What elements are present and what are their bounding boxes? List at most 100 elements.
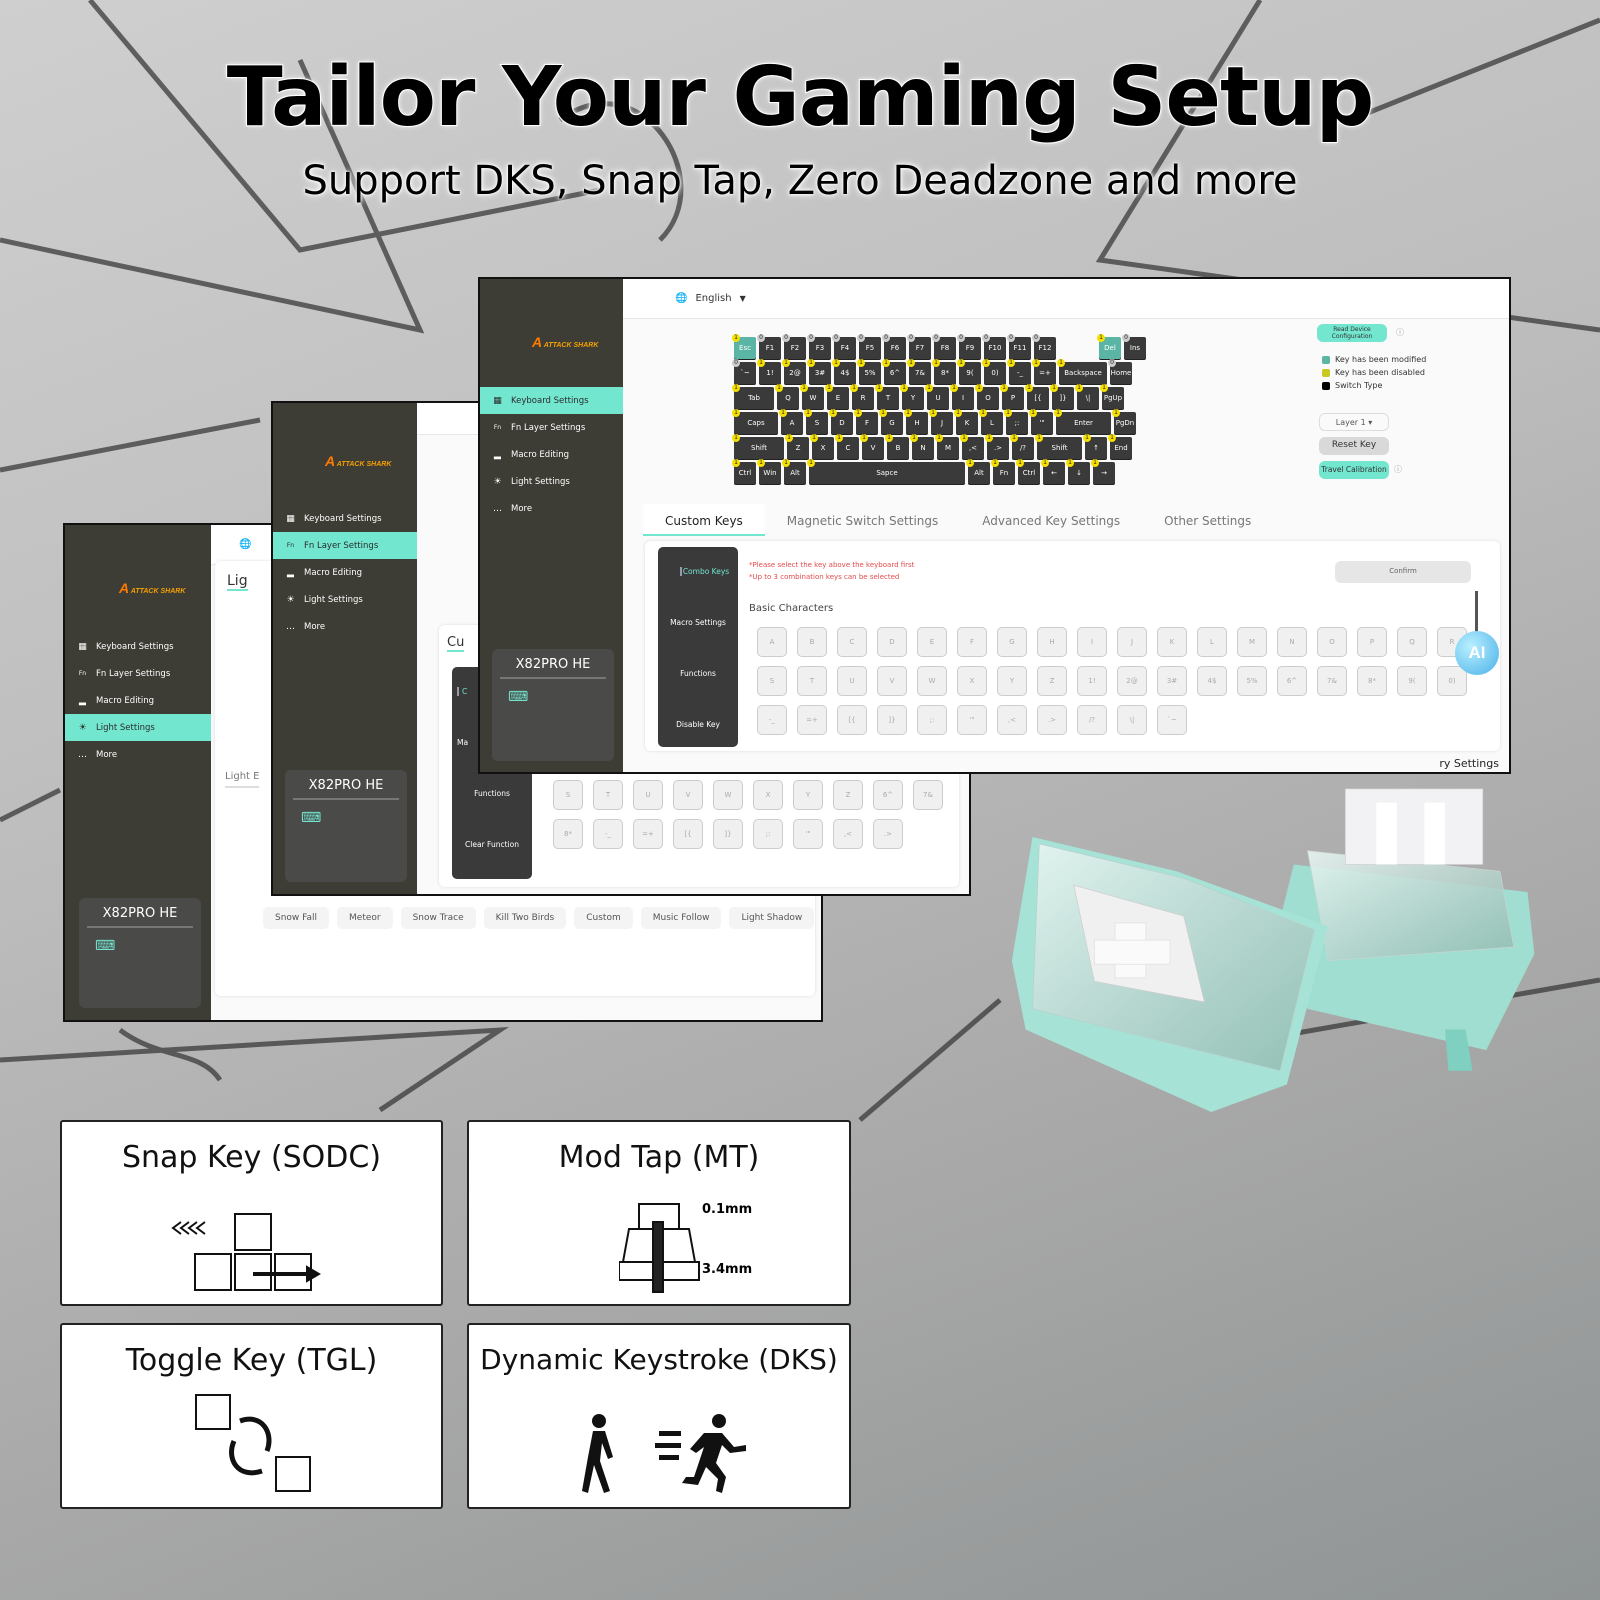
light-effect-button[interactable]: Snow Trace [400, 907, 476, 929]
help-icon[interactable]: ⓘ [1396, 328, 1404, 337]
sidebar-item-light-settings[interactable]: ☀Light Settings [480, 468, 623, 495]
char-key[interactable]: 2@ [1117, 666, 1147, 696]
char-key[interactable]: /? [1077, 705, 1107, 735]
tab-other-settings[interactable]: Other Settings [1164, 514, 1252, 528]
char-key[interactable]: S [757, 666, 787, 696]
char-key[interactable]: ;: [917, 705, 947, 735]
char-key[interactable]: I [1077, 627, 1107, 657]
sidebar-item-keyboard-settings[interactable]: ▦Keyboard Settings [65, 633, 211, 660]
char-key[interactable]: \| [1117, 705, 1147, 735]
sidebar-item-macro-editing[interactable]: ▂Macro Editing [480, 441, 623, 468]
side-menu-item[interactable]: Functions [680, 669, 716, 678]
char-key[interactable]: ]} [877, 705, 907, 735]
side-menu-item[interactable]: Disable Key [676, 720, 720, 729]
char-key[interactable]: Y [997, 666, 1027, 696]
char-key[interactable]: .> [1037, 705, 1067, 735]
char-key[interactable]: 3# [1157, 666, 1187, 696]
key[interactable]: 1↓ [1066, 459, 1090, 484]
globe-icon[interactable]: 🌐 [239, 539, 252, 550]
tab-magnetic-switch-settings[interactable]: Magnetic Switch Settings [786, 514, 939, 528]
travel-calibration-button[interactable]: Travel Calibration [1319, 461, 1389, 479]
sidebar-item-keyboard-settings[interactable]: ▦Keyboard Settings [480, 387, 623, 414]
side-menu-item[interactable]: Macro Settings [670, 618, 726, 627]
side-menu-item[interactable]: Ma [457, 738, 469, 747]
key[interactable]: 1→ [1091, 459, 1115, 484]
char-key[interactable]: W [713, 780, 743, 810]
side-menu-item[interactable]: Functions [474, 789, 510, 798]
char-key[interactable]: 4$ [1197, 666, 1227, 696]
char-key[interactable]: =+ [797, 705, 827, 735]
char-key[interactable]: D [877, 627, 907, 657]
key[interactable]: 1↑ [1083, 434, 1107, 459]
side-menu-item[interactable]: C [457, 687, 467, 696]
sidebar-item-macro-editing[interactable]: ▂Macro Editing [65, 687, 211, 714]
light-effect-button[interactable]: Meteor [337, 907, 393, 929]
language-select[interactable]: English [695, 293, 732, 304]
char-key[interactable]: T [593, 780, 623, 810]
char-key[interactable]: ]} [713, 819, 743, 849]
char-key[interactable]: P [1357, 627, 1387, 657]
char-key[interactable]: '" [793, 819, 823, 849]
light-effect-button[interactable]: Custom [574, 907, 633, 929]
char-key[interactable]: 6^ [1277, 666, 1307, 696]
char-key[interactable]: '" [957, 705, 987, 735]
char-key[interactable]: U [837, 666, 867, 696]
char-key[interactable]: O [1317, 627, 1347, 657]
side-menu-item[interactable]: Combo Keys [680, 567, 730, 576]
light-effect-button[interactable]: Snow Fall [263, 907, 330, 929]
char-key[interactable]: T [797, 666, 827, 696]
tab-light[interactable]: Lig [227, 573, 248, 591]
char-key[interactable]: F [957, 627, 987, 657]
char-key[interactable]: Q [1397, 627, 1427, 657]
char-key[interactable]: X [753, 780, 783, 810]
char-key[interactable]: Z [1037, 666, 1067, 696]
sidebar-item-more[interactable]: …More [480, 495, 623, 522]
char-key[interactable]: Z [833, 780, 863, 810]
char-key[interactable]: L [1197, 627, 1227, 657]
char-key[interactable]: [{ [837, 705, 867, 735]
tab-custom[interactable]: Cu [447, 635, 465, 652]
char-key[interactable]: J [1117, 627, 1147, 657]
char-key[interactable]: -_ [757, 705, 787, 735]
char-key[interactable]: ,< [997, 705, 1027, 735]
char-key[interactable]: U [633, 780, 663, 810]
key[interactable]: 1;: [1004, 409, 1028, 434]
key[interactable]: 1]} [1050, 384, 1074, 409]
char-key[interactable]: K [1157, 627, 1187, 657]
key[interactable]: 1← [1041, 459, 1065, 484]
char-key[interactable]: 1! [1077, 666, 1107, 696]
char-key[interactable]: 7& [1317, 666, 1347, 696]
device-card[interactable]: X82PRO HE ⌨ [285, 770, 407, 882]
